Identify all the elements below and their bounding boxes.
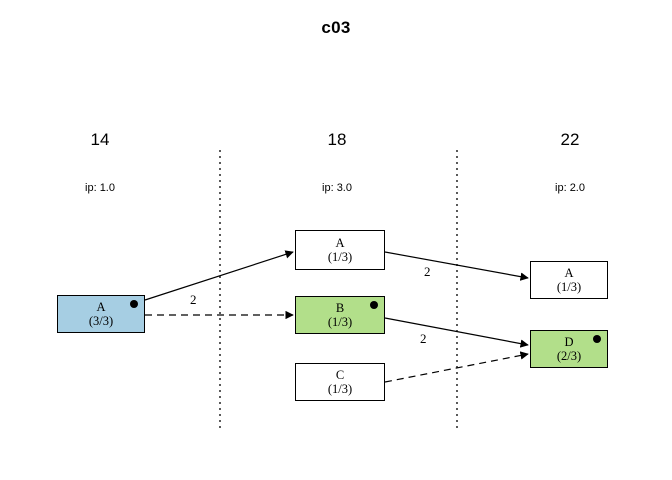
node-fraction: (1/3): [327, 382, 353, 396]
node-a-1-3-mid[interactable]: A (1/3): [295, 230, 385, 270]
edge-label-n2-n5: 2: [420, 331, 427, 346]
node-label: A: [335, 236, 345, 250]
column-time-2: 22: [560, 130, 580, 149]
node-d-2-3[interactable]: D (2/3): [530, 330, 608, 368]
node-label: C: [335, 368, 345, 382]
node-marker-dot: [370, 301, 378, 309]
edge-n3-n5: [384, 351, 529, 383]
node-fraction: (1/3): [327, 250, 353, 264]
node-label: B: [335, 301, 345, 315]
node-marker-dot: [130, 300, 138, 308]
edge-n1-n4: [384, 251, 529, 281]
node-a-3-3[interactable]: A (3/3): [57, 295, 145, 333]
column-time-0: 14: [90, 130, 110, 149]
edge-n0-n1: [144, 250, 294, 301]
node-fraction: (2/3): [556, 349, 582, 363]
column-ip-2: ip: 2.0: [555, 182, 585, 194]
node-label: D: [564, 335, 574, 349]
column-ip-0: ip: 1.0: [85, 182, 115, 194]
node-label: A: [96, 300, 106, 314]
column-ip-1: ip: 3.0: [322, 182, 352, 194]
node-label: A: [564, 266, 574, 280]
node-b-1-3[interactable]: B (1/3): [295, 296, 385, 334]
node-a-1-3-right[interactable]: A (1/3): [530, 261, 608, 299]
node-marker-dot: [593, 335, 601, 343]
node-fraction: (3/3): [88, 314, 114, 328]
node-c-1-3[interactable]: C (1/3): [295, 363, 385, 401]
edge-n2-n5: [384, 317, 529, 348]
node-fraction: (1/3): [327, 315, 353, 329]
column-time-1: 18: [327, 130, 347, 149]
page-title: c03: [321, 18, 351, 37]
edge-label-n0-n1: 2: [190, 292, 197, 307]
node-fraction: (1/3): [556, 280, 582, 294]
edge-label-n1-n4: 2: [424, 264, 431, 279]
